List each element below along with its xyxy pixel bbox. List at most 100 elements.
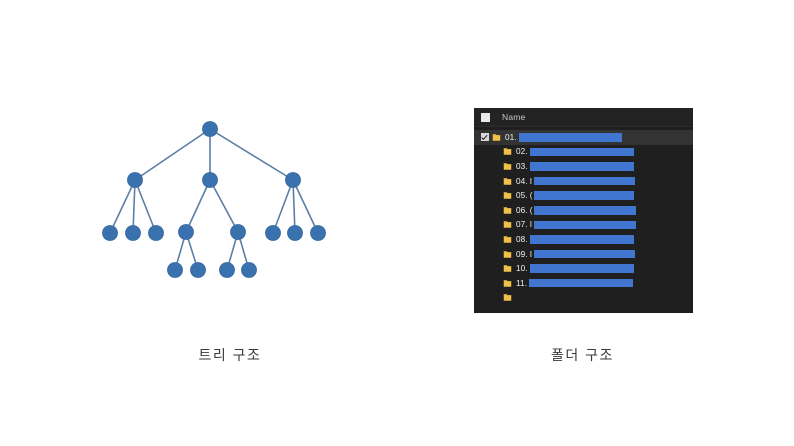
- row-checkbox: [481, 279, 489, 287]
- tree-edge: [132, 179, 136, 234]
- folder-row-name-lead: I: [529, 220, 532, 230]
- tree-node: [167, 262, 183, 278]
- folder-icon: [503, 220, 512, 229]
- caption-tree-structure: 트리 구조: [198, 347, 262, 363]
- folder-row[interactable]: 08.: [474, 232, 693, 247]
- folder-row-number: 03.: [516, 161, 528, 171]
- folder-icon: [492, 133, 501, 142]
- row-checkbox: [481, 177, 489, 185]
- tree-node: [148, 225, 164, 241]
- tree-edge: [292, 179, 319, 234]
- tree-node-group: [102, 121, 326, 278]
- folder-row[interactable]: 10.: [474, 261, 693, 276]
- tree-node: [178, 224, 194, 240]
- folder-row-name-redacted: [529, 162, 634, 171]
- tree-edge: [134, 179, 157, 234]
- folder-row-name-redacted: [533, 176, 635, 186]
- tree-node: [285, 172, 301, 188]
- folder-row-number: 07.: [516, 220, 528, 230]
- folder-row-number: 11.: [516, 278, 528, 288]
- folder-row[interactable]: 05.(: [474, 188, 693, 203]
- folder-row[interactable]: 07.I: [474, 218, 693, 233]
- folder-row-number: 01.: [505, 132, 517, 142]
- tree-node: [219, 262, 235, 278]
- tree-node: [265, 225, 281, 241]
- tree-edge: [134, 128, 211, 181]
- folder-icon: [503, 293, 512, 302]
- folder-row-number: 02.: [516, 147, 528, 157]
- tree-node: [202, 172, 218, 188]
- row-checkbox: [481, 294, 489, 302]
- folder-row-name-redacted: [518, 133, 622, 142]
- tree-node: [230, 224, 246, 240]
- folder-row-name-lead: (: [529, 191, 533, 201]
- caption-folder-structure: 폴더 구조: [551, 347, 614, 363]
- folder-row-name-lead: (: [529, 205, 533, 215]
- folder-row[interactable]: 09.I: [474, 247, 693, 262]
- tree-node: [241, 262, 257, 278]
- folder-row[interactable]: 01.: [474, 130, 693, 145]
- folder-row-name-redacted: [529, 147, 634, 157]
- tree-node: [127, 172, 143, 188]
- tree-edge-group: [109, 128, 319, 271]
- folder-icon: [503, 235, 512, 244]
- tree-edge: [209, 179, 239, 233]
- folder-icon: [503, 162, 512, 171]
- folder-row[interactable]: 03.: [474, 159, 693, 174]
- row-checkbox: [481, 206, 489, 214]
- tree-diagram: [80, 105, 380, 305]
- folder-row-number: 10.: [516, 264, 528, 274]
- tree-node: [310, 225, 326, 241]
- folder-icon: [503, 191, 512, 200]
- folder-list-header: Name: [474, 108, 693, 127]
- tree-edge: [272, 179, 294, 234]
- folder-row-name-lead: I: [529, 249, 532, 259]
- folder-row-name-redacted: [534, 206, 637, 215]
- tree-node: [190, 262, 206, 278]
- row-checkbox: [481, 221, 489, 229]
- folder-row[interactable]: 04.I: [474, 174, 693, 189]
- tree-edge: [185, 179, 211, 233]
- row-checkbox[interactable]: [481, 133, 489, 142]
- row-checkbox: [481, 162, 489, 170]
- folder-row-number: 06.: [516, 205, 528, 215]
- folder-icon: [503, 177, 512, 186]
- tree-edge: [209, 128, 294, 181]
- tree-edge: [292, 179, 296, 234]
- folder-row-number: 08.: [516, 234, 528, 244]
- folder-row-partial[interactable]: [474, 291, 693, 306]
- row-checkbox: [481, 250, 489, 258]
- folder-row[interactable]: 06.(: [474, 203, 693, 218]
- folder-icon: [503, 206, 512, 215]
- folder-row-number: 05.: [516, 191, 528, 201]
- folder-icon: [503, 264, 512, 273]
- tree-node: [202, 121, 218, 137]
- tree-node: [287, 225, 303, 241]
- tree-edge: [109, 179, 136, 234]
- folder-row-number: 09.: [516, 249, 528, 259]
- row-checkbox: [481, 235, 489, 243]
- folder-row-name-redacted: [529, 264, 634, 273]
- folder-row[interactable]: 02.: [474, 145, 693, 160]
- folder-icon: [503, 250, 512, 259]
- tree-node: [102, 225, 118, 241]
- folder-row-number: 04.: [516, 176, 528, 186]
- folder-row[interactable]: 11.: [474, 276, 693, 291]
- column-header-name: Name: [502, 112, 526, 122]
- select-all-checkbox[interactable]: [481, 112, 490, 122]
- folder-row-name-redacted: [529, 278, 634, 288]
- folder-row-name-redacted: [529, 235, 634, 244]
- folder-row-name-redacted: [534, 191, 635, 200]
- tree-svg: [102, 121, 326, 278]
- folder-icon: [503, 147, 512, 156]
- row-checkbox: [481, 148, 489, 156]
- row-checkbox: [481, 192, 489, 200]
- folder-row-name-lead: I: [529, 176, 532, 186]
- folder-row-name-redacted: [533, 249, 635, 259]
- folder-icon: [503, 279, 512, 288]
- row-checkbox: [481, 265, 489, 273]
- folder-row-name-redacted: [533, 220, 636, 230]
